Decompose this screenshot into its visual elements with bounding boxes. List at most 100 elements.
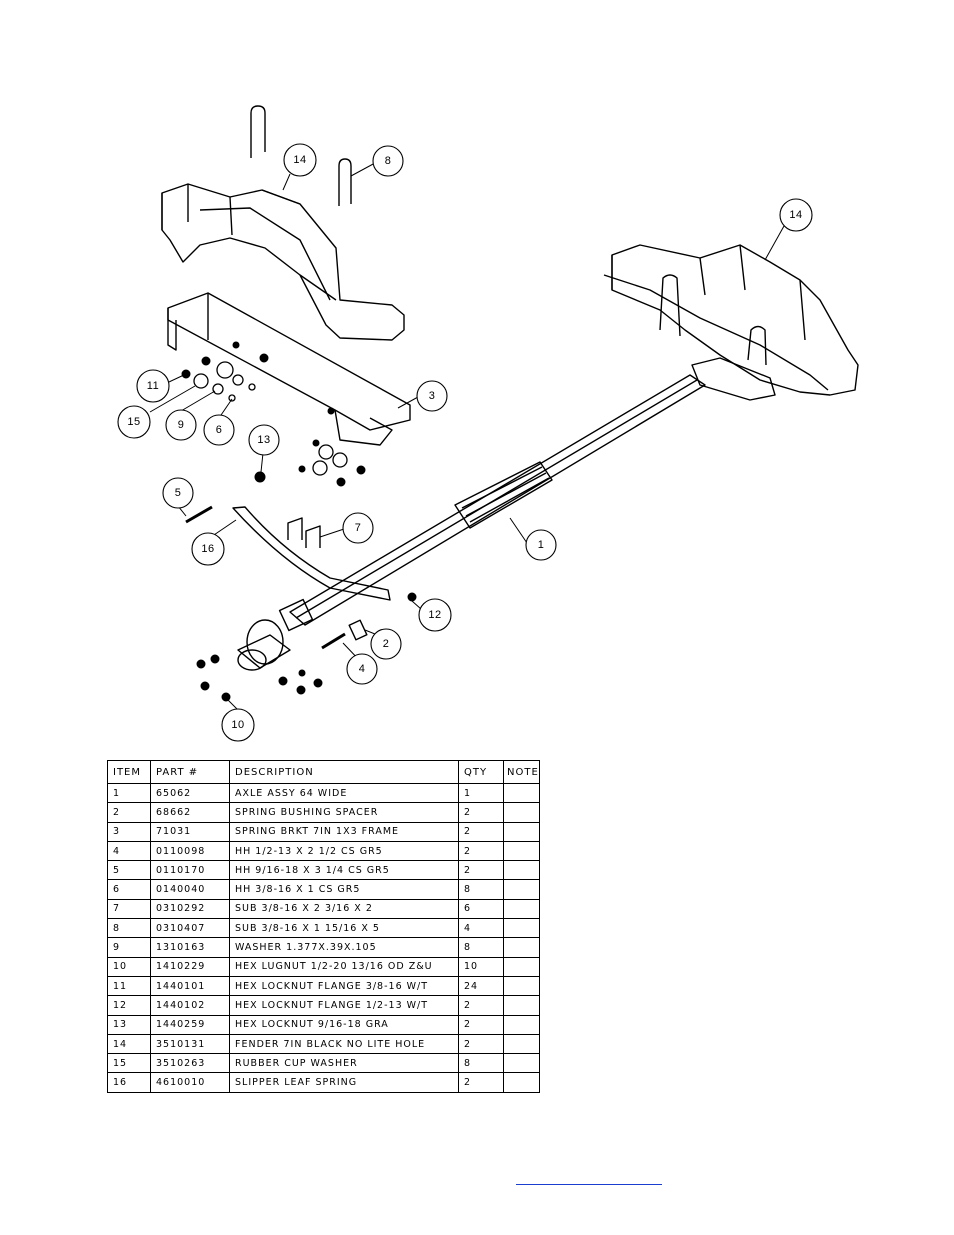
u-bolt-part [250,105,266,158]
note-cell [503,1053,540,1074]
item-cell: 12 [107,995,151,1016]
part-number-cell: 0110170 [150,860,230,881]
part-number-cell: 1310163 [150,937,230,958]
header-part: PART # [150,760,230,784]
description-cell: SUB 3/8-16 X 2 3/16 X 2 [229,898,459,920]
exploded-axle-diagram: 14 8 14 11 15 9 6 3 13 5 7 1 16 12 2 4 1… [117,105,859,742]
callout-3 [416,380,448,412]
description-cell: HEX LOCKNUT FLANGE 3/8-16 W/T [229,975,459,997]
u-bolt-part [659,274,681,337]
qty-cell: 2 [458,1014,504,1035]
part-number-cell: 0110098 [150,840,230,862]
callout-11-label: 11 [147,380,159,392]
item-cell: 8 [107,918,151,939]
callout-4 [346,653,378,685]
spacer-part [348,619,368,641]
note-cell [503,1014,540,1035]
qty-cell: 24 [458,975,504,997]
bolt-part [321,632,346,650]
note-cell [503,898,540,920]
note-cell [503,956,540,977]
qty-cell: 2 [458,1033,504,1055]
callout-10-label: 10 [231,719,244,731]
qty-cell: 2 [458,802,504,823]
callout-12-label: 12 [428,609,441,621]
callout-4-label: 4 [359,663,366,675]
note-cell [503,975,540,997]
callout-6 [203,414,235,446]
qty-cell: 2 [458,840,504,862]
qty-cell: 8 [458,1053,504,1074]
callout-2 [370,628,402,660]
description-cell: RUBBER CUP WASHER [229,1053,459,1074]
description-cell: HEX LUGNUT 1/2-20 13/16 OD Z&U [229,956,459,977]
part-number-cell: 65062 [150,782,230,804]
leaf-spring-part [232,506,391,601]
header-qty: QTY [458,760,504,784]
item-cell: 5 [107,860,151,881]
callout-1-label: 1 [538,539,545,551]
note-cell [503,1072,540,1093]
description-cell: SLIPPER LEAF SPRING [229,1072,459,1093]
fender-right-part [603,244,859,396]
qty-cell: 1 [458,782,504,804]
item-cell: 1 [107,782,151,804]
item-cell: 2 [107,802,151,823]
u-bolt-part [338,158,352,206]
item-cell: 9 [107,937,151,958]
table-header-row: ITEM PART # DESCRIPTION QTY NOTE [107,760,540,784]
callout-13-label: 13 [257,434,270,446]
description-cell: AXLE ASSY 64 WIDE [229,782,459,804]
note-cell [503,995,540,1016]
callout-16 [191,532,225,566]
callout-14-left [283,143,317,177]
part-number-cell: 3510263 [150,1053,230,1074]
description-cell: HH 9/16-18 X 3 1/4 CS GR5 [229,860,459,881]
axle-tube-part [289,374,706,626]
qty-cell: 2 [458,860,504,881]
callout-14-right [779,198,813,232]
qty-cell: 8 [458,937,504,958]
note-cell [503,879,540,900]
note-cell [503,840,540,862]
right-hanger-part [691,357,776,401]
part-number-cell: 68662 [150,802,230,823]
callout-13 [248,424,280,456]
callout-16-label: 16 [201,543,214,555]
description-cell: HEX LOCKNUT FLANGE 1/2-13 W/T [229,995,459,1016]
qty-cell: 4 [458,918,504,939]
callout-11 [136,369,170,403]
description-cell: HEX LOCKNUT 9/16-18 GRA [229,1014,459,1035]
footer-link[interactable] [516,1170,662,1185]
u-bolt-part [287,517,303,540]
callout-14-right-label: 14 [789,209,802,221]
qty-cell: 10 [458,956,504,977]
frame-rail-left-part [167,292,411,446]
item-cell: 14 [107,1033,151,1055]
qty-cell: 2 [458,821,504,842]
hub-part [237,598,314,671]
u-bolt-part [747,325,767,366]
part-number-cell: 1440102 [150,995,230,1016]
item-cell: 11 [107,975,151,997]
callout-3-label: 3 [429,390,436,402]
description-cell: SUB 3/8-16 X 1 15/16 X 5 [229,918,459,939]
item-cell: 16 [107,1072,151,1093]
description-cell: HH 1/2-13 X 2 1/2 CS GR5 [229,840,459,862]
note-cell [503,782,540,804]
item-cell: 6 [107,879,151,900]
callout-9-label: 9 [178,419,185,431]
description-cell: FENDER 7IN BLACK NO LITE HOLE [229,1033,459,1055]
qty-cell: 8 [458,879,504,900]
part-number-cell: 4610010 [150,1072,230,1093]
